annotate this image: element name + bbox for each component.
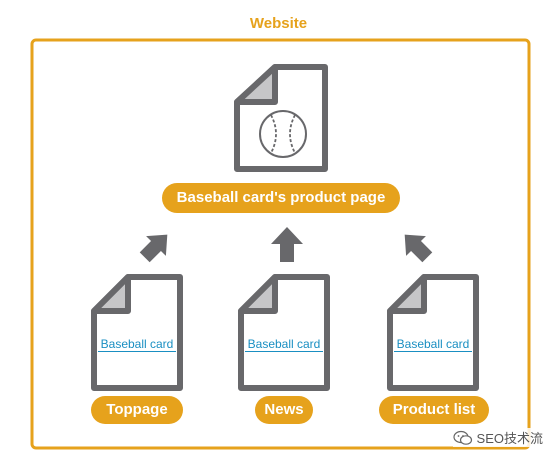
watermark-text: SEO技术流	[476, 431, 543, 446]
product-list-label: Product list	[379, 396, 489, 424]
arrow-up-left-icon	[404, 234, 433, 263]
watermark: SEO技术流	[452, 428, 543, 447]
product-page-label: Baseball card's product page	[162, 183, 400, 213]
toppage-label: Toppage	[91, 396, 183, 424]
website-frame	[30, 38, 531, 450]
toppage-link-text[interactable]: Baseball card	[98, 337, 176, 352]
product-list-document-icon	[387, 274, 479, 391]
news-document-icon	[238, 274, 330, 391]
product-list-link-text[interactable]: Baseball card	[394, 337, 472, 352]
arrow-up-right-icon	[139, 234, 168, 263]
toppage-document-icon	[91, 274, 183, 391]
news-label: News	[255, 396, 313, 424]
website-frame-title: Website	[249, 15, 308, 32]
news-link-text[interactable]: Baseball card	[245, 337, 323, 352]
arrow-up-icon	[271, 227, 303, 262]
wechat-icon	[452, 430, 472, 445]
baseball-icon	[259, 110, 307, 158]
